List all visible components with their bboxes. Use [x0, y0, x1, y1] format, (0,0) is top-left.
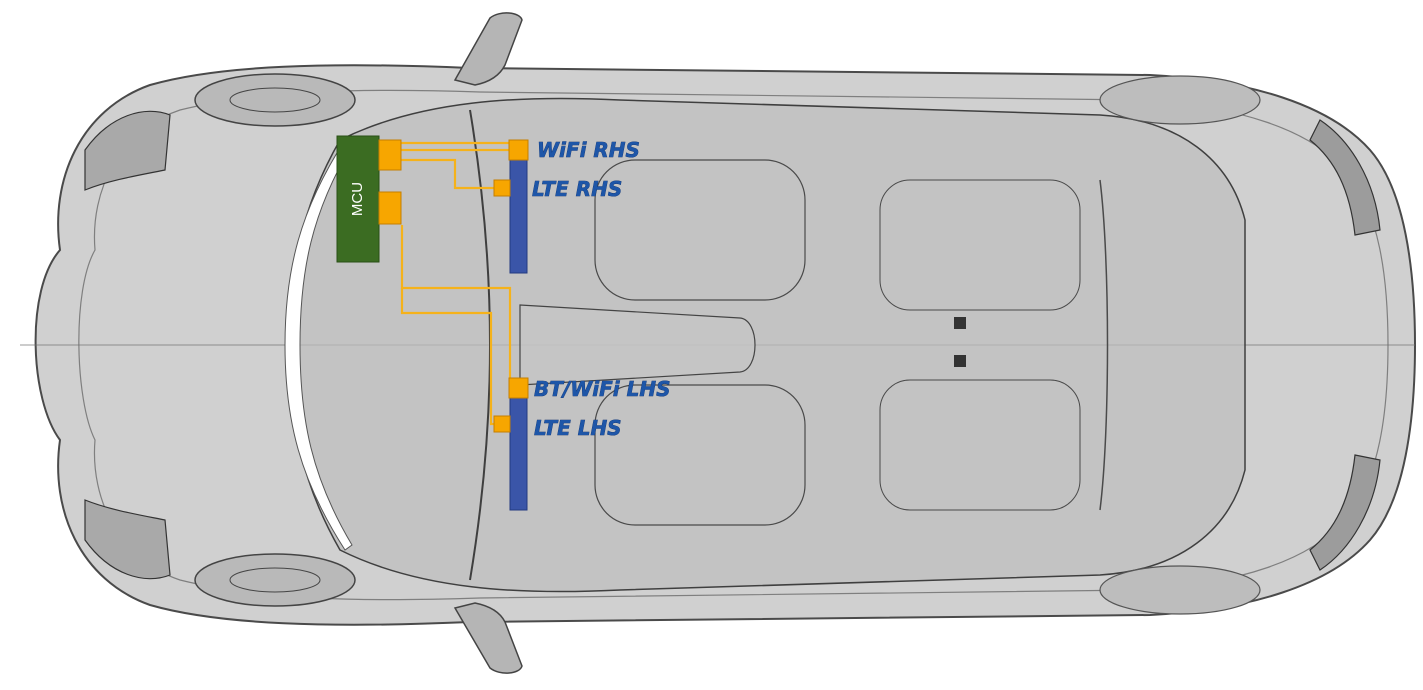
- headlight-left: [84, 499, 171, 580]
- mirror-left: [453, 602, 523, 674]
- antenna-bar-lhs: [509, 397, 528, 511]
- centre-console: [519, 304, 756, 386]
- wheel-front-left-hub: [229, 567, 321, 593]
- wheel-rear-right: [1099, 75, 1261, 125]
- antenna-group-lhs: BT/WiFi LHS LTE LHS: [493, 377, 671, 511]
- hood-gap: [284, 139, 353, 551]
- seat-front-right: [594, 159, 806, 301]
- rear-seat-left: [879, 379, 1081, 511]
- taillight-left: [1309, 454, 1381, 571]
- connector-lte-lhs: [493, 415, 511, 433]
- antenna-group-rhs: WiFi RHS LTE RHS: [493, 138, 640, 274]
- mcu-connector-top: [378, 139, 402, 171]
- rear-seat-right: [879, 179, 1081, 311]
- mcu-connector-bottom: [378, 191, 402, 225]
- mirror-right: [453, 12, 523, 86]
- rear-window: [1099, 179, 1109, 511]
- label-wifi-rhs: WiFi RHS: [537, 138, 640, 162]
- wire-mcu-lte-rhs: [395, 158, 496, 190]
- mcu-box: [336, 135, 380, 263]
- connector-lte-rhs: [493, 179, 511, 197]
- wire-mcu-lte-lhs: [400, 288, 496, 426]
- connector-wifi-rhs: [508, 139, 529, 161]
- seat-front-left: [594, 384, 806, 526]
- wheel-rear-left: [1099, 565, 1261, 615]
- taillight-right: [1309, 119, 1381, 236]
- connector-bt-wifi-lhs: [508, 377, 529, 399]
- seatbelt-buckle-right: [954, 317, 966, 329]
- car-illustration: [20, 12, 1417, 674]
- wire-mcu-bt-wifi-lhs: [400, 225, 512, 381]
- mcu-module: MCU: [336, 135, 402, 263]
- label-lte-rhs: LTE RHS: [532, 177, 622, 201]
- wheel-front-right: [194, 73, 356, 127]
- wheel-front-left: [194, 553, 356, 607]
- label-bt-wifi-lhs: BT/WiFi LHS: [534, 377, 670, 401]
- label-lte-lhs: LTE LHS: [534, 416, 622, 440]
- seatbelt-buckle-left: [954, 355, 966, 367]
- headlight-right: [84, 110, 171, 191]
- wheel-front-right-hub: [229, 87, 321, 113]
- antenna-bar-rhs: [509, 159, 528, 274]
- wiring: [392, 141, 518, 426]
- mcu-label: MCU: [349, 182, 366, 216]
